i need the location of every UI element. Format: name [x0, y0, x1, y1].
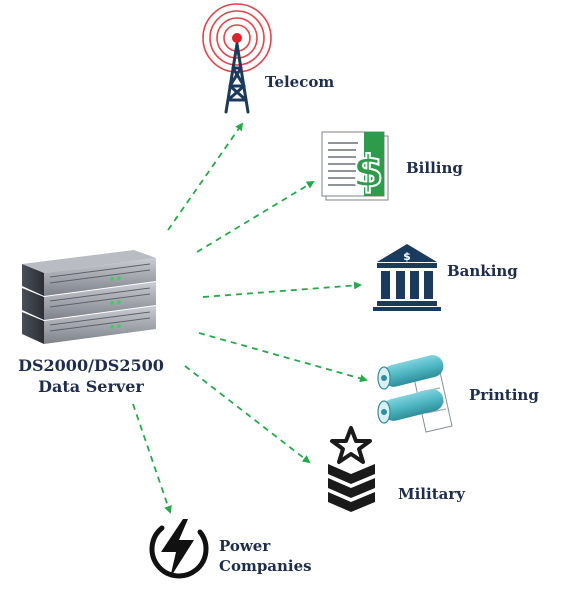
billing-document-icon: $ [321, 131, 389, 201]
banking-label: Banking [447, 262, 518, 280]
server-label-line1: DS2000/DS2500 [18, 356, 164, 375]
svg-text:$: $ [353, 146, 384, 197]
telecom-label: Telecom [265, 73, 335, 91]
military-rank-icon [328, 426, 375, 512]
connector-banking [202, 281, 362, 298]
telecom-tower-icon [202, 3, 272, 114]
billing-label: Billing [406, 159, 463, 177]
power-label-line1: Power [219, 537, 271, 555]
svg-text:$: $ [403, 250, 411, 263]
server-label-line2: Data Server [38, 377, 144, 396]
connector-telecom [167, 122, 244, 231]
connectors [132, 122, 368, 514]
printer-rollers-icon [377, 355, 453, 433]
server-label: DS2000/DS2500 Data Server [6, 355, 176, 397]
bank-building-icon: $ [373, 244, 441, 311]
connector-power [132, 403, 172, 514]
rack-server-icon [22, 250, 156, 344]
connector-military [184, 365, 311, 464]
lightning-bolt-icon [149, 519, 209, 579]
power-label: Power Companies [219, 536, 312, 576]
connector-billing [196, 180, 315, 253]
power-label-line2: Companies [219, 557, 312, 575]
printing-label: Printing [469, 386, 539, 404]
connector-printing [198, 332, 368, 383]
military-label: Military [398, 485, 465, 503]
